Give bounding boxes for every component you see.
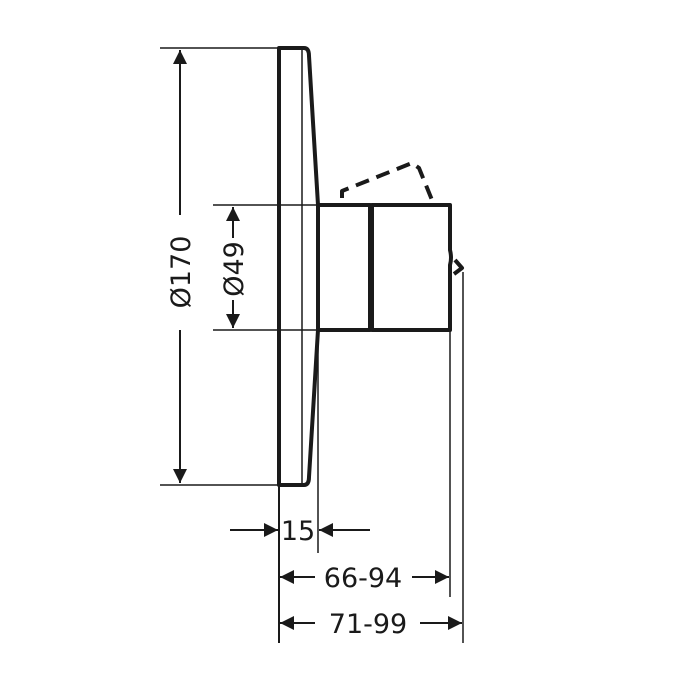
cover-plate (277, 46, 320, 487)
body-diameter-label: Ø49 (219, 241, 250, 297)
projection-max-label: 71-99 (329, 609, 407, 640)
plate-diameter-label: Ø170 (166, 236, 197, 309)
projection-min-label: 66-94 (324, 563, 402, 594)
knob-base (316, 203, 372, 332)
plate-depth-label: 15 (281, 516, 315, 547)
rotated-handle-outline-end (452, 258, 464, 276)
knob-handle (370, 203, 453, 332)
rotated-handle-outline (340, 161, 434, 201)
